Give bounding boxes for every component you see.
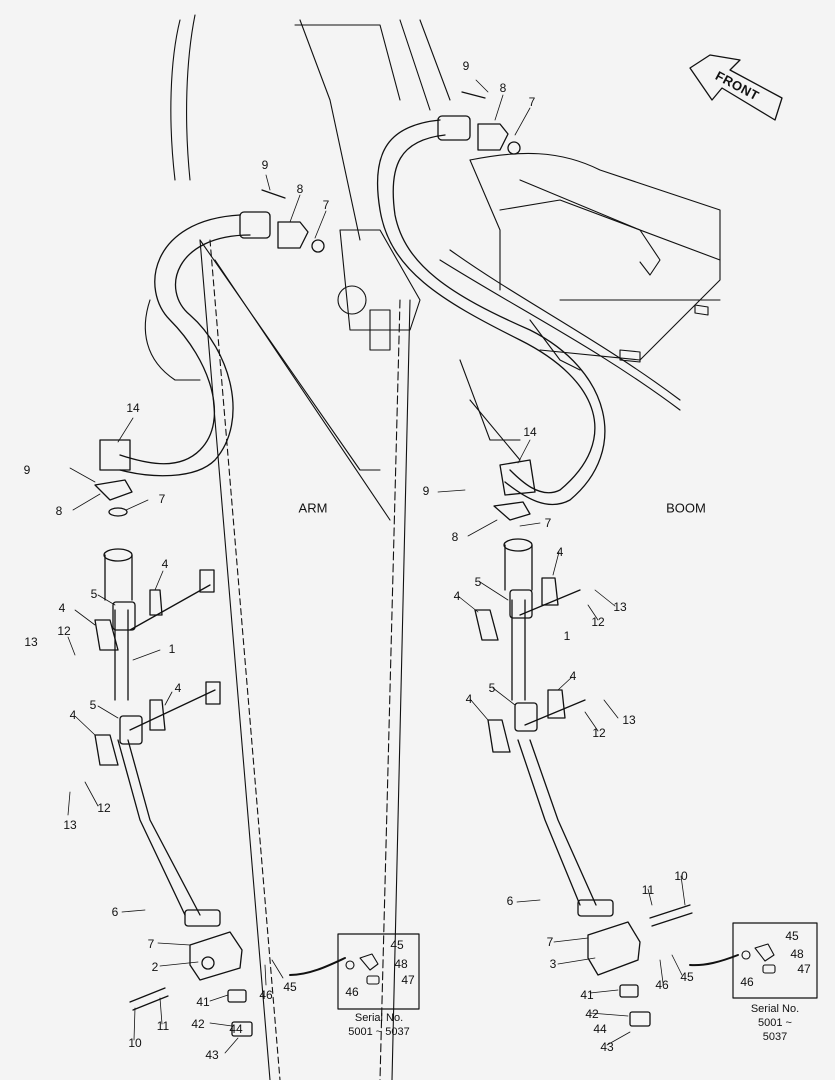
callout: 12 — [592, 726, 606, 740]
callout: 4 — [465, 692, 473, 706]
serial-title: Serial No. — [750, 1003, 800, 1015]
inset-right-frame — [732, 922, 818, 999]
callout: 2 — [151, 960, 159, 974]
callout: 14 — [523, 425, 537, 439]
callout: 4 — [556, 545, 564, 559]
serial-note-right: Serial No. 5001 ~ 5037 — [745, 1003, 805, 1044]
callout: 7 — [546, 935, 554, 949]
callout: 42 — [191, 1017, 205, 1031]
callout: 41 — [196, 995, 210, 1009]
callout: 8 — [499, 81, 507, 95]
callout: 9 — [261, 158, 269, 172]
callout: 46 — [345, 985, 359, 999]
callout: 6 — [111, 905, 119, 919]
callout: 5 — [474, 575, 482, 589]
callout: 9 — [462, 59, 470, 73]
right-pipe — [474, 459, 693, 1027]
callout: 48 — [394, 957, 408, 971]
callout: 10 — [674, 869, 688, 883]
callout: 4 — [161, 557, 169, 571]
callout: 42 — [585, 1007, 599, 1021]
leader-lines — [67, 79, 686, 1054]
callout: 7 — [322, 198, 330, 212]
callout: 47 — [797, 962, 811, 976]
callout: 13 — [622, 713, 636, 727]
callout: 4 — [58, 601, 66, 615]
serial-range: 5001 ~ 5037 — [348, 1025, 410, 1038]
arm-section-label: ARM — [298, 500, 328, 516]
callout: 6 — [506, 894, 514, 908]
callout: 4 — [453, 589, 461, 603]
boom-section-label: BOOM — [666, 500, 706, 516]
callout: 45 — [680, 970, 694, 984]
callout: 1 — [563, 629, 571, 643]
callout: 5 — [89, 698, 97, 712]
front-arrow — [689, 54, 783, 121]
callout: 12 — [57, 624, 71, 638]
inset-left-frame — [337, 933, 420, 1010]
callout: 4 — [174, 681, 182, 695]
callout: 44 — [229, 1022, 243, 1036]
callout: 44 — [593, 1022, 607, 1036]
callout: 7 — [158, 492, 166, 506]
callout: 9 — [23, 463, 31, 477]
callout: 9 — [422, 484, 430, 498]
callout: 8 — [55, 504, 63, 518]
callout: 13 — [613, 600, 627, 614]
callout: 11 — [156, 1019, 170, 1033]
callout: 11 — [641, 883, 655, 897]
callout: 4 — [569, 669, 577, 683]
upper-hoses — [119, 91, 606, 506]
callout: 5 — [90, 587, 98, 601]
callout: 12 — [591, 615, 605, 629]
serial-range: 5001 ~ 5037 — [758, 1016, 792, 1043]
callout: 8 — [451, 530, 459, 544]
callout: 46 — [259, 988, 273, 1002]
callout: 13 — [24, 635, 38, 649]
callout: 47 — [401, 973, 415, 987]
callout: 4 — [69, 708, 77, 722]
callout: 7 — [147, 937, 155, 951]
callout: 43 — [205, 1048, 219, 1062]
callout: 46 — [740, 975, 754, 989]
callout: 46 — [655, 978, 669, 992]
arm-structure — [144, 14, 521, 1080]
callout: 41 — [580, 988, 594, 1002]
callout: 8 — [296, 182, 304, 196]
callout: 45 — [283, 980, 297, 994]
serial-note-left: Serial No. 5001 ~ 5037 — [348, 1012, 409, 1040]
callout: 7 — [544, 516, 552, 530]
boom-structure — [399, 19, 721, 411]
callout: 13 — [63, 818, 77, 832]
callout: 14 — [126, 401, 140, 415]
callout: 10 — [128, 1036, 142, 1050]
callout: 3 — [549, 957, 557, 971]
callout: 48 — [790, 947, 804, 961]
callout: 45 — [390, 938, 404, 952]
callout: 5 — [488, 681, 496, 695]
callout: 7 — [528, 95, 536, 109]
serial-title: Serial No. — [354, 1012, 404, 1024]
left-pipe — [94, 439, 253, 1037]
callout: 1 — [168, 642, 176, 656]
callout: 12 — [97, 801, 111, 815]
inset-parts — [345, 943, 776, 985]
callout: 43 — [600, 1040, 614, 1054]
callout: 45 — [785, 929, 799, 943]
